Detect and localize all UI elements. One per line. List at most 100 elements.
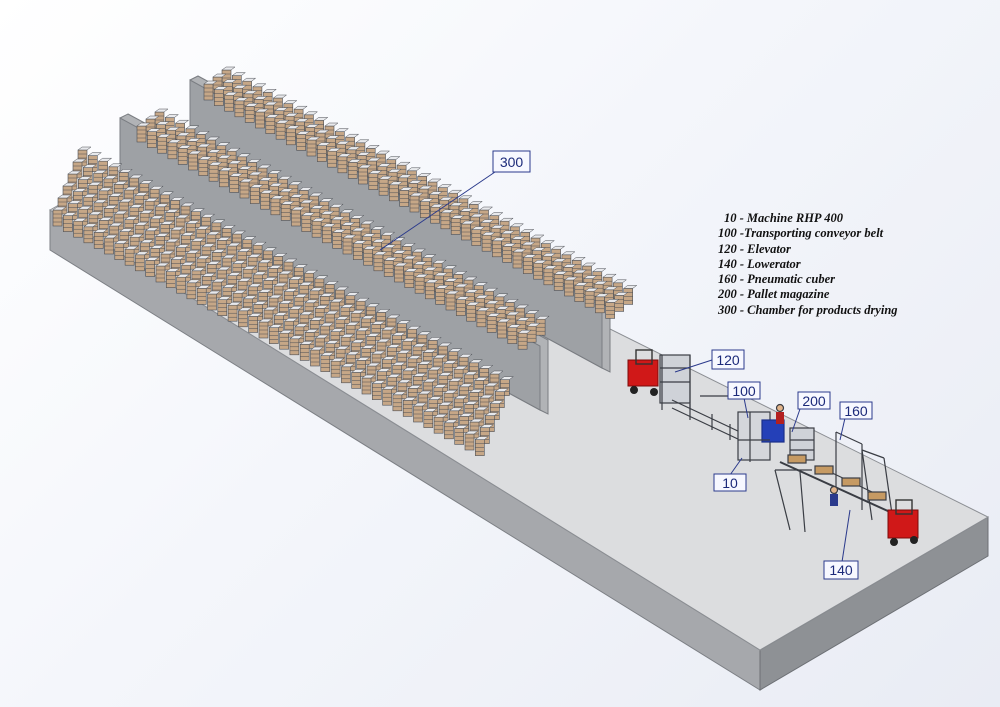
drying-rack bbox=[428, 396, 443, 416]
drying-rack bbox=[247, 313, 263, 333]
drying-rack bbox=[604, 299, 620, 319]
drying-rack bbox=[479, 424, 495, 444]
drying-rack bbox=[149, 245, 165, 265]
drying-rack bbox=[433, 384, 448, 404]
drying-rack bbox=[303, 269, 319, 290]
drying-rack bbox=[294, 323, 309, 344]
drying-rack bbox=[414, 273, 429, 294]
drying-rack bbox=[262, 277, 278, 297]
drying-rack bbox=[97, 157, 113, 178]
drying-rack bbox=[139, 209, 154, 230]
drying-rack bbox=[159, 221, 175, 241]
drying-rack bbox=[391, 332, 407, 352]
drying-rack bbox=[392, 391, 407, 412]
drying-rack bbox=[309, 287, 324, 308]
drying-rack bbox=[128, 174, 144, 195]
drying-rack bbox=[424, 279, 440, 300]
drying-rack bbox=[334, 286, 350, 307]
drying-rack bbox=[205, 136, 221, 157]
drying-rack bbox=[259, 189, 275, 210]
drying-rack bbox=[92, 169, 108, 190]
drying-rack bbox=[206, 290, 222, 311]
drying-rack bbox=[484, 382, 499, 403]
drying-rack bbox=[381, 326, 396, 347]
drying-rack bbox=[216, 266, 232, 287]
drying-rack bbox=[319, 293, 334, 313]
drying-rack bbox=[361, 374, 376, 395]
drying-rack bbox=[553, 271, 568, 291]
callout-160-label: 160 bbox=[844, 403, 868, 419]
drying-rack bbox=[67, 170, 82, 191]
drying-rack bbox=[378, 175, 393, 196]
drying-rack bbox=[206, 261, 221, 281]
drying-rack bbox=[362, 245, 378, 266]
drying-rack bbox=[165, 268, 181, 288]
drying-rack bbox=[254, 108, 270, 129]
drying-rack bbox=[522, 254, 538, 274]
drying-rack bbox=[155, 262, 170, 283]
drying-rack bbox=[337, 153, 352, 174]
drying-rack bbox=[375, 309, 391, 329]
drying-rack bbox=[283, 288, 299, 308]
legend-item: 200 - Pallet magazine bbox=[718, 287, 830, 302]
drying-rack bbox=[57, 194, 72, 215]
drying-rack bbox=[123, 186, 139, 207]
drying-rack bbox=[438, 372, 453, 392]
drying-rack bbox=[103, 234, 119, 255]
drying-rack bbox=[469, 418, 484, 439]
drying-rack bbox=[320, 210, 335, 231]
drying-rack bbox=[267, 265, 283, 285]
drying-rack bbox=[289, 335, 304, 356]
drying-rack bbox=[213, 86, 229, 106]
drying-rack bbox=[330, 357, 345, 378]
callout-10-label: 10 bbox=[722, 475, 738, 491]
drying-rack bbox=[293, 293, 309, 314]
elevator-frame bbox=[659, 354, 691, 410]
drying-rack bbox=[406, 325, 422, 346]
drying-rack bbox=[124, 216, 139, 236]
drying-rack bbox=[532, 259, 548, 280]
drying-rack bbox=[476, 307, 491, 328]
drying-rack bbox=[396, 161, 411, 182]
drying-rack bbox=[445, 290, 460, 311]
drying-rack bbox=[252, 241, 267, 262]
drying-rack bbox=[326, 147, 342, 168]
drying-rack bbox=[93, 229, 108, 249]
drying-rack bbox=[507, 324, 522, 344]
drying-rack bbox=[258, 318, 273, 339]
drying-rack bbox=[272, 253, 288, 273]
drying-rack bbox=[443, 389, 458, 410]
drying-rack bbox=[288, 305, 304, 326]
drying-rack bbox=[231, 230, 247, 251]
callout-120-label: 120 bbox=[716, 352, 740, 368]
drying-rack bbox=[170, 226, 185, 247]
callout-140-label: 140 bbox=[829, 562, 853, 578]
drying-rack bbox=[474, 406, 489, 427]
drying-rack bbox=[453, 395, 469, 416]
drying-rack bbox=[146, 128, 162, 148]
drying-rack bbox=[512, 248, 527, 269]
drying-rack bbox=[234, 97, 249, 118]
drying-rack bbox=[244, 103, 259, 123]
drying-rack bbox=[278, 300, 294, 320]
drying-rack bbox=[273, 282, 288, 303]
drying-rack bbox=[98, 187, 113, 208]
drying-rack bbox=[62, 212, 78, 232]
drying-rack bbox=[422, 378, 438, 399]
drying-rack bbox=[316, 142, 332, 162]
drying-rack bbox=[499, 376, 515, 396]
drying-rack bbox=[314, 305, 329, 325]
rack-field-front bbox=[52, 146, 515, 456]
drying-rack bbox=[108, 163, 123, 184]
drying-rack bbox=[52, 206, 67, 227]
drying-rack bbox=[263, 306, 278, 327]
drying-rack bbox=[284, 112, 299, 133]
drying-rack bbox=[144, 227, 160, 248]
drying-rack bbox=[468, 359, 484, 380]
drying-rack bbox=[280, 201, 295, 221]
legend-item: 10 - Machine RHP 400 bbox=[724, 211, 843, 225]
drying-rack bbox=[440, 209, 455, 230]
drying-rack bbox=[409, 192, 424, 213]
drying-rack bbox=[88, 211, 103, 232]
drying-rack bbox=[357, 164, 373, 185]
